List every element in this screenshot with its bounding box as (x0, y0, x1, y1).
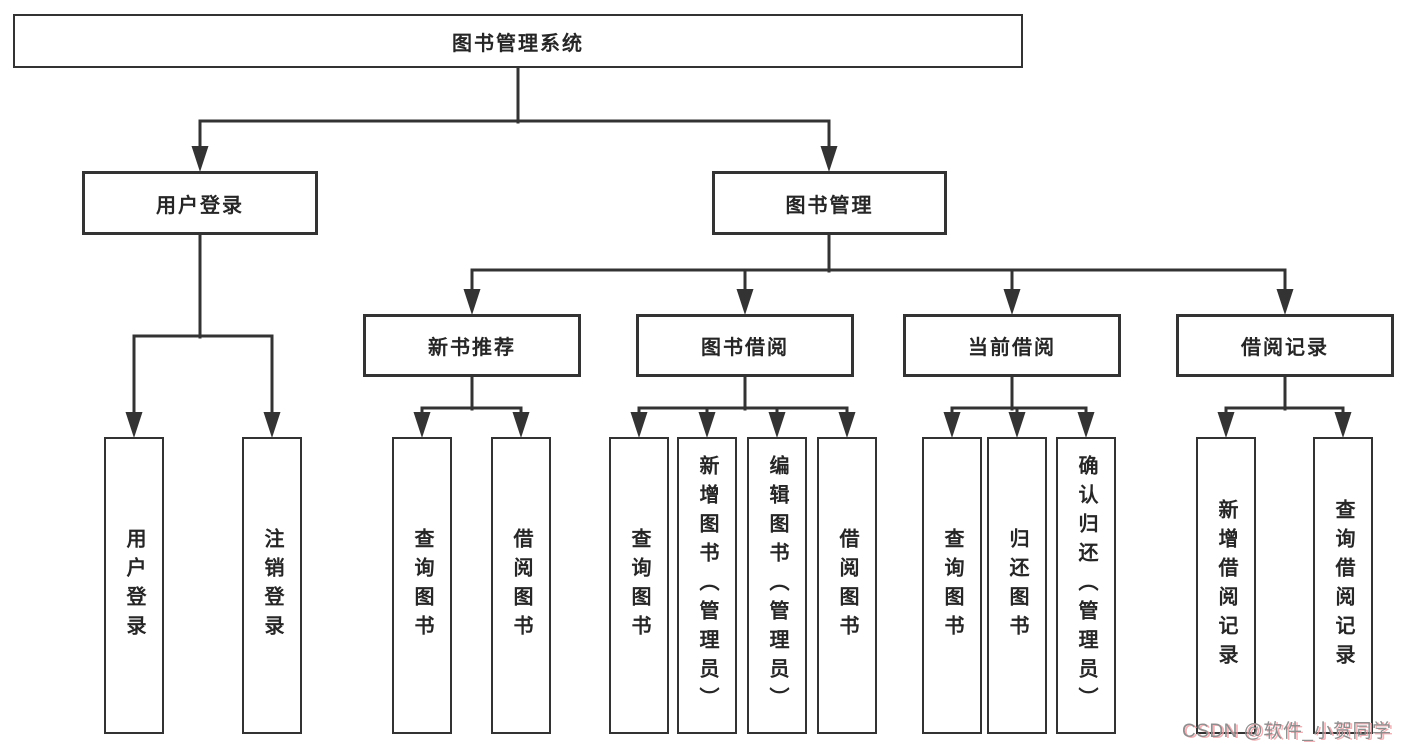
node-label: 新增借阅记录 (1215, 498, 1237, 673)
arrowhead-icon (1217, 412, 1235, 438)
leaf-return-book: 归还图书 (987, 437, 1047, 734)
node-label: 图书管理 (785, 194, 874, 217)
arrowhead-icon (1008, 412, 1026, 438)
leaf-query-books-borrow: 查询图书 (609, 437, 669, 734)
node-library-management-system: 图书管理系统 (13, 14, 1023, 68)
node-label: 图书管理系统 (452, 32, 584, 55)
leaf-logout: 注销登录 (242, 437, 302, 734)
leaf-query-books-recommend: 查询图书 (392, 437, 452, 734)
node-label: 编辑图书（管理员） (766, 455, 788, 716)
arrowhead-icon (820, 146, 838, 172)
arrowhead-icon (125, 412, 143, 438)
leaf-user-login: 用户登录 (104, 437, 164, 734)
node-book-borrowing: 图书借阅 (636, 314, 854, 377)
arrowhead-icon (943, 412, 961, 438)
leaf-confirm-return-admin: 确认归还（管理员） (1056, 437, 1116, 734)
node-label: 借阅图书 (510, 527, 532, 644)
node-label: 当前借阅 (968, 337, 1056, 359)
leaf-borrow-books: 借阅图书 (817, 437, 877, 734)
node-current-borrowing: 当前借阅 (903, 314, 1121, 377)
arrowhead-icon (191, 146, 209, 172)
node-label: 新书推荐 (428, 337, 516, 359)
leaf-borrow-books-recommend: 借阅图书 (491, 437, 551, 734)
node-label: 用户登录 (123, 527, 145, 644)
arrowhead-icon (736, 289, 754, 315)
node-label: 查询图书 (941, 527, 963, 644)
node-label: 查询借阅记录 (1332, 498, 1354, 673)
node-borrowing-records: 借阅记录 (1176, 314, 1394, 377)
arrowhead-icon (512, 412, 530, 438)
node-label: 借阅记录 (1241, 337, 1329, 359)
node-label: 注销登录 (261, 527, 283, 644)
node-label: 新增图书（管理员） (696, 455, 718, 716)
leaf-query-books-current: 查询图书 (922, 437, 982, 734)
node-user-login-branch: 用户登录 (82, 171, 318, 235)
leaf-add-borrow-record: 新增借阅记录 (1196, 437, 1256, 734)
node-label: 查询图书 (628, 527, 650, 644)
arrowhead-icon (263, 412, 281, 438)
arrowhead-icon (413, 412, 431, 438)
leaf-query-borrow-record: 查询借阅记录 (1313, 437, 1373, 734)
arrowhead-icon (1276, 289, 1294, 315)
arrowhead-icon (1334, 412, 1352, 438)
arrowhead-icon (768, 412, 786, 438)
arrowhead-icon (1077, 412, 1095, 438)
leaf-edit-book-admin: 编辑图书（管理员） (747, 437, 807, 734)
node-label: 借阅图书 (836, 527, 858, 644)
arrowhead-icon (838, 412, 856, 438)
arrowhead-icon (1003, 289, 1021, 315)
node-label: 确认归还（管理员） (1075, 455, 1097, 716)
node-label: 查询图书 (411, 527, 433, 644)
node-book-management-branch: 图书管理 (712, 171, 947, 235)
node-new-book-recommend: 新书推荐 (363, 314, 581, 377)
arrowhead-icon (463, 289, 481, 315)
node-label: 图书借阅 (701, 337, 789, 359)
node-label: 归还图书 (1006, 527, 1028, 644)
node-label: 用户登录 (156, 194, 244, 217)
leaf-add-book-admin: 新增图书（管理员） (677, 437, 737, 734)
arrowhead-icon (630, 412, 648, 438)
csdn-watermark: CSDN @软件_小贺同学 (1182, 721, 1392, 742)
arrowhead-icon (698, 412, 716, 438)
